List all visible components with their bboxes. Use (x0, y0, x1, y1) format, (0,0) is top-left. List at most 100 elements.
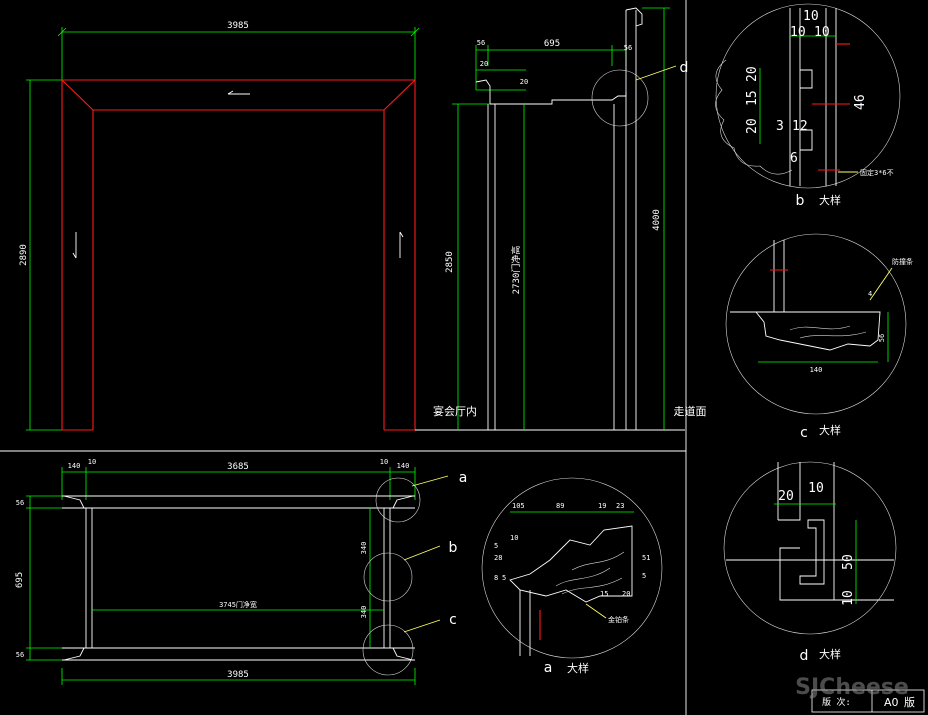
callout-circle-b (363, 552, 413, 602)
dim-4000: 4000 (652, 209, 662, 231)
callout-b-label: b (449, 540, 458, 556)
plan-trim-bl (63, 647, 85, 661)
title-block-suffix: 版 (904, 695, 915, 709)
section-head-profile (475, 79, 627, 105)
detail-a-letter: a (544, 660, 553, 676)
plan-dim-140a: 140 (68, 462, 81, 470)
callout-d-label: d (680, 60, 689, 76)
detail-a-circle (481, 477, 663, 659)
plan-dim-3745-clear-width: 3745门净宽 (219, 600, 257, 609)
detail-a-dim-6: 5 (494, 542, 498, 550)
detail-b-dim-2: 10 (814, 25, 830, 40)
detail-c-dim-2: 4 (868, 290, 872, 298)
detail-d-caption: 大样 (819, 647, 841, 661)
door-frame-outer (61, 79, 416, 430)
callout-circle-a (375, 477, 421, 523)
dim-width-3985: 3985 (227, 21, 249, 31)
title-block-label: 版 次: (822, 696, 851, 708)
detail-d-dim-1: 10 (808, 481, 824, 496)
label-corridor-side: 走道面 (674, 404, 707, 418)
detail-c-note: 防撞条 (892, 257, 913, 266)
watermark: SJCheese (795, 675, 909, 700)
detail-b-caption: 大样 (819, 193, 841, 207)
detail-b-dim-5: 20 (745, 118, 760, 134)
detail-a-dim-1: 89 (556, 502, 564, 510)
detail-c-caption: 大样 (819, 423, 841, 437)
door-section: 56 695 56 20 20 2850 2730门净高 4000 宴会厅内 走… (415, 7, 707, 431)
detail-c-letter: c (800, 425, 808, 441)
detail-d-dim-3: 10 (841, 590, 856, 606)
dim-2730-clear-height: 2730门净高 (510, 246, 522, 295)
detail-b-note: 固定3*6不 (860, 168, 894, 177)
detail-d-rebate-profile (778, 462, 894, 601)
detail-a: 105 89 19 23 10 28 5 8 5 51 5 15 20 金铂条 … (481, 477, 663, 676)
detail-c-dim-0: 140 (810, 366, 823, 374)
door-plan: 140 10 3685 10 140 56 695 56 3745门净宽 340… (15, 458, 467, 685)
detail-b-letter: b (796, 193, 805, 209)
grain-arrow-right (399, 231, 404, 258)
detail-a-dim-11: 15 (600, 590, 608, 598)
detail-b-circle (715, 3, 901, 189)
detail-b-dim-6: 12 (792, 119, 808, 134)
detail-a-caption: 大样 (567, 661, 589, 675)
detail-a-molding-profile (509, 525, 633, 603)
dim-20b: 20 (520, 78, 528, 86)
title-block-value: A0 (884, 696, 899, 709)
detail-a-dim-7: 8 (494, 574, 498, 582)
detail-b-dim-4: 15 (745, 90, 760, 106)
title-block: 版 次: A0 版 (811, 689, 925, 713)
plan-dim-10b: 10 (380, 458, 388, 466)
plan-dim-56a: 56 (16, 499, 24, 507)
detail-c-trim-profile (730, 311, 881, 351)
plan-dim-3985: 3985 (227, 670, 249, 680)
label-banquet-hall-side: 宴会厅内 (433, 404, 477, 418)
detail-b-dim-9: 46 (853, 94, 868, 110)
plan-dim-56b: 56 (16, 651, 24, 659)
detail-b-dim-1: 10 (790, 25, 806, 40)
detail-c: 140 56 4 防撞条 c 大样 (725, 233, 913, 441)
dim-height-2890: 2890 (19, 244, 29, 266)
detail-a-dim-5: 28 (494, 554, 502, 562)
detail-d-dim-0: 20 (778, 489, 794, 504)
detail-c-dim-1: 56 (878, 334, 886, 342)
detail-a-dim-9: 51 (642, 554, 650, 562)
detail-a-dim-2: 19 (598, 502, 606, 510)
plan-dim-3685: 3685 (227, 462, 249, 472)
detail-a-dim-4: 10 (510, 534, 518, 542)
door-frame-inner (92, 109, 385, 430)
plan-dim-140b: 140 (397, 462, 410, 470)
detail-d-dim-2: 50 (841, 554, 856, 570)
plan-dim-340a: 340 (360, 542, 368, 555)
callout-c-label: c (449, 612, 457, 628)
plan-dim-695: 695 (15, 572, 25, 588)
detail-b-cloud (715, 59, 793, 175)
detail-a-dim-12: 20 (622, 590, 630, 598)
grain-arrow-top (227, 90, 250, 95)
detail-a-dim-10: 5 (642, 572, 646, 580)
plan-dim-340b: 340 (360, 606, 368, 619)
detail-a-dim-8: 5 (502, 574, 506, 582)
plan-trim-tr (392, 495, 414, 509)
detail-d-letter: d (800, 648, 809, 664)
callout-a-label: a (459, 470, 468, 486)
detail-b-dim-7: 3 (776, 119, 784, 134)
detail-a-dim-3: 23 (616, 502, 624, 510)
detail-d: 20 10 50 10 d 大样 (723, 461, 897, 664)
detail-b: 10 10 10 20 15 20 12 3 6 46 固定3*6不 b 大样 (715, 3, 901, 209)
dim-695: 695 (544, 39, 560, 49)
plan-trim-tl (63, 495, 85, 509)
plan-trim-br (392, 647, 414, 661)
front-elevation: 3985 2890 (19, 21, 420, 431)
detail-b-dim-3: 20 (745, 66, 760, 82)
detail-b-dim-8: 6 (790, 151, 798, 166)
dim-20a: 20 (480, 60, 488, 68)
callout-circle-c (362, 624, 414, 676)
callout-circle-d (591, 69, 649, 127)
detail-a-dim-0: 105 (512, 502, 525, 510)
dim-56b: 56 (624, 44, 632, 52)
detail-b-dim-0: 10 (803, 9, 819, 24)
detail-c-circle (725, 233, 907, 415)
dim-2850: 2850 (445, 251, 455, 273)
detail-d-circle (723, 461, 897, 635)
